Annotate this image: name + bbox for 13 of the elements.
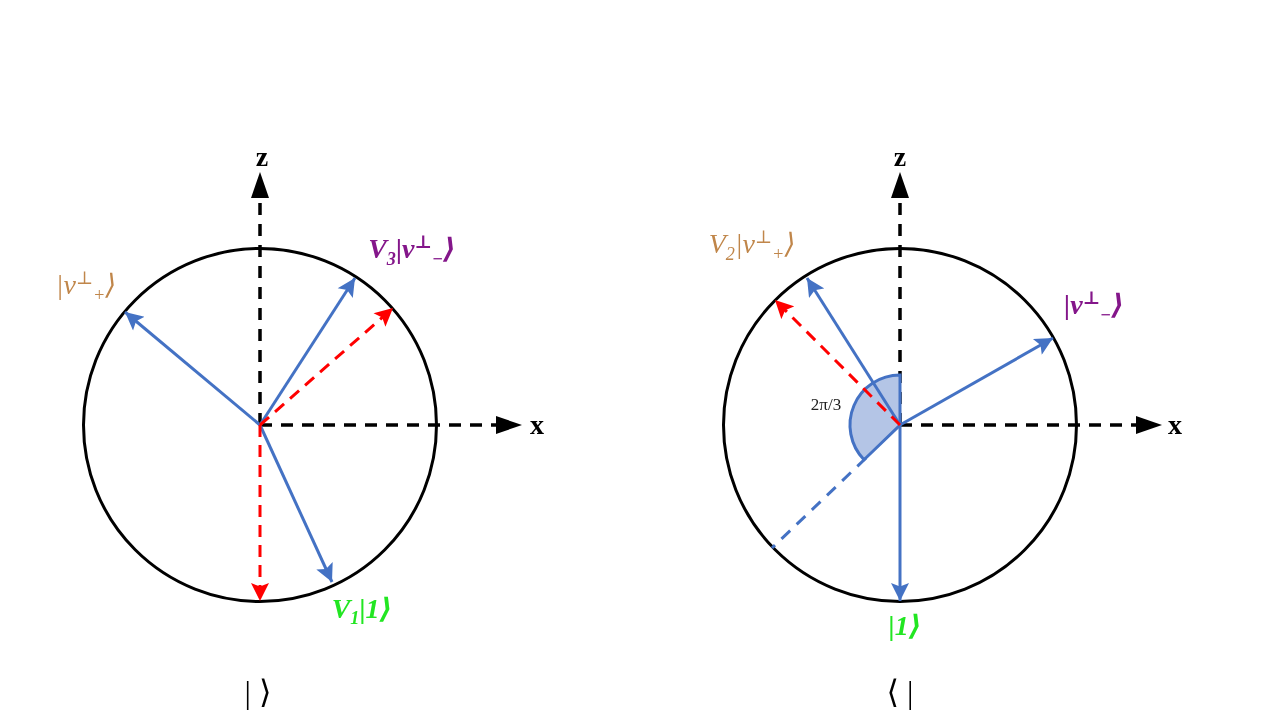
caption-text: ⟨ | xyxy=(886,672,914,712)
state-label: |v$^{⊥}$$_{−}$⟩ xyxy=(1064,287,1124,327)
state-label: V$_{3}$|v$^{⊥}$$_{−}$⟩ xyxy=(368,231,456,271)
state-label: V$_{1}$|1⟩ xyxy=(331,591,393,631)
axis-label: z xyxy=(255,140,269,174)
state-label: |v$^{⊥}$$_{+}$⟩ xyxy=(55,267,117,307)
angle-label: 2π/3 xyxy=(810,394,842,416)
axis-label: z xyxy=(893,140,907,174)
caption-text: | ⟩ xyxy=(244,672,272,712)
state-label: V$_{2}$|v$^{⊥}$$_{+}$⟩ xyxy=(708,226,796,266)
axis-label: x xyxy=(530,408,544,442)
axis-label: x xyxy=(1168,408,1182,442)
state-label: |1⟩ xyxy=(888,609,922,643)
